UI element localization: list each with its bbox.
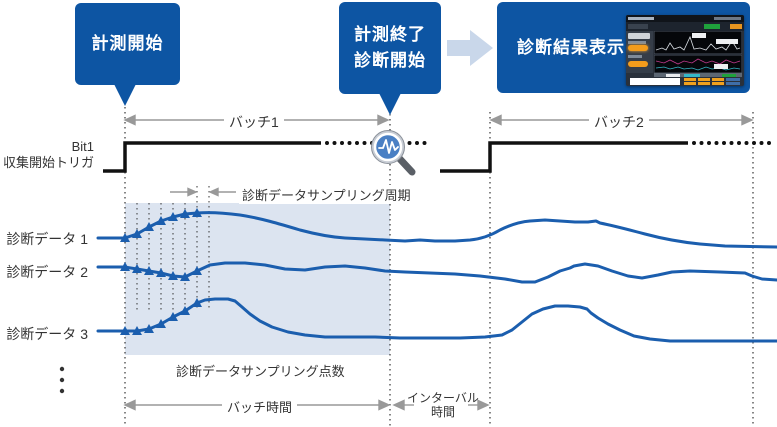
waveform-magnifier-icon bbox=[371, 130, 416, 176]
thumb-plot1 bbox=[654, 31, 742, 54]
sampling-tick-lines bbox=[136, 186, 210, 310]
callout-measure-start-pointer bbox=[114, 84, 136, 106]
thumb-input-box bbox=[630, 78, 680, 85]
callout-measure-start-label: 計測開始 bbox=[91, 34, 164, 53]
thumb-green-button bbox=[704, 24, 720, 29]
sampling-period-label: 診断データサンプリング周期 bbox=[239, 185, 414, 204]
sampling-period-arrows bbox=[170, 187, 236, 197]
series-label-3: 診断データ 3 bbox=[6, 326, 88, 342]
sample-point-markers bbox=[120, 208, 202, 335]
interval-time-arrow bbox=[392, 399, 490, 411]
thumb-title-text bbox=[628, 17, 654, 20]
callout-measure-start: 計測開始 bbox=[75, 3, 180, 85]
sampling-region-shade bbox=[125, 203, 390, 355]
thumb-orange-grid-cell bbox=[684, 82, 696, 85]
thumb-left-label1 bbox=[628, 41, 646, 44]
thumb-clock-text bbox=[714, 17, 741, 20]
thumb-left-label2 bbox=[628, 55, 642, 58]
thumb-orange-pill2 bbox=[628, 61, 648, 67]
callout-measure-end-line2: 診断開始 bbox=[354, 51, 426, 70]
thumb-orange-grid-cell bbox=[698, 78, 710, 81]
trigger-label-line2: 収集開始トリガ bbox=[2, 155, 94, 170]
waveform-data1 bbox=[96, 211, 777, 249]
callout-measure-end-pointer bbox=[379, 93, 401, 115]
thumb-orange-grid-cell bbox=[712, 82, 724, 85]
interval-label-line1: インターバル bbox=[407, 391, 479, 405]
thumb-control-chip bbox=[666, 73, 680, 77]
thumb-orange-grid-cell bbox=[684, 78, 696, 81]
waveform-data3 bbox=[96, 297, 777, 343]
thumb-orange-grid-cell bbox=[698, 82, 710, 85]
batch1-label: バッチ1 bbox=[224, 112, 284, 132]
thumb-cyan-chip bbox=[684, 73, 700, 77]
callout-measure-end: 計測終了 診断開始 bbox=[339, 2, 441, 94]
trigger-signal-waveform bbox=[103, 141, 777, 173]
series-label-2: 診断データ 2 bbox=[6, 264, 88, 280]
batch2-label: バッチ2 bbox=[589, 112, 649, 132]
thumb-blue-button bbox=[726, 78, 740, 81]
callout-measure-end-line1: 計測終了 bbox=[354, 25, 426, 44]
more-series-ellipsis bbox=[59, 366, 65, 394]
sampling-points-label: 診断データサンプリング点数 bbox=[176, 364, 345, 379]
callout-result-display-label: 診断結果表示 bbox=[517, 37, 625, 57]
interval-label-line2: 時間 bbox=[430, 405, 455, 419]
thumb-orange-pill1 bbox=[628, 45, 648, 51]
callout-result-display: 診断結果表示 bbox=[497, 2, 750, 93]
thumb-left-button bbox=[628, 33, 650, 39]
thumb-green-chip bbox=[722, 73, 736, 77]
thumb-orange-grid-cell bbox=[712, 78, 724, 81]
diagnosis-result-screen-thumbnail bbox=[626, 15, 744, 86]
interval-time-label: インターバル 時間 bbox=[404, 391, 482, 419]
thumb-blue-button bbox=[726, 82, 740, 85]
thumb-toolbar-chip bbox=[628, 24, 648, 29]
thumb-titlebar bbox=[626, 15, 744, 22]
trigger-label-line1: Bit1 bbox=[71, 139, 94, 154]
series-label-1: 診断データ 1 bbox=[6, 231, 88, 247]
trigger-signal-label: Bit1 収集開始トリガ bbox=[0, 139, 94, 171]
batch-time-label: バッチ時間 bbox=[222, 397, 298, 416]
thumb-toolbar bbox=[626, 22, 744, 31]
thumb-plot2 bbox=[654, 55, 742, 73]
thumb-orange-button-top bbox=[730, 24, 742, 29]
